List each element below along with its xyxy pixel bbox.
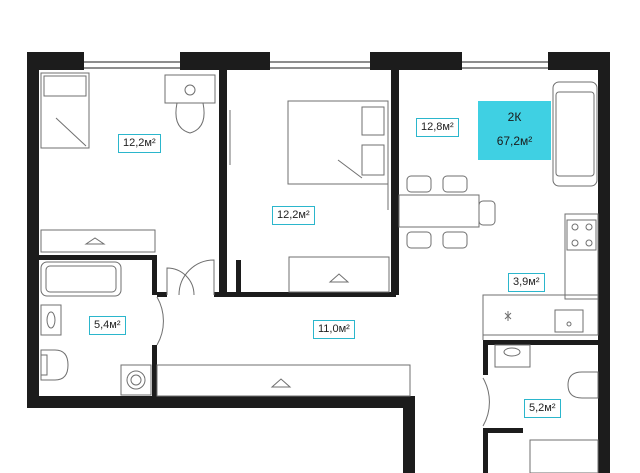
toilet-icon <box>164 74 216 104</box>
wardrobe-left <box>40 229 156 253</box>
wall-bath-right-low <box>152 345 157 396</box>
hall-wardrobe <box>156 364 411 397</box>
wall-top-seg-3 <box>370 52 462 70</box>
apartment-type: 2К <box>507 110 522 124</box>
bathtub <box>40 261 122 297</box>
area-label-bathroom: 5,4м² <box>89 316 126 335</box>
wall-bath2-top <box>483 340 598 345</box>
wall-left-outer <box>27 52 39 408</box>
apartment-total-area: 67,2м² <box>496 134 533 148</box>
wardrobe-middle <box>288 256 390 293</box>
bed-middle <box>287 100 389 185</box>
door-swing-1 <box>166 267 195 296</box>
wall-bath-right <box>152 255 157 295</box>
area-label-bedroom-left: 12,2м² <box>118 134 161 153</box>
wall-bath-top-1 <box>39 255 157 260</box>
sofa <box>552 81 598 187</box>
wall-top-seg-1 <box>27 52 84 70</box>
wall-bath2-left-low <box>483 428 488 473</box>
wall-hall-top-b <box>214 292 236 297</box>
wall-bath2-low-top <box>483 428 523 433</box>
door-swing-2 <box>178 259 215 296</box>
wall-bottom-left <box>27 396 415 408</box>
wall-living-divider <box>391 70 399 295</box>
area-label-bedroom-mid: 12,2м² <box>272 206 315 225</box>
toilet-2 <box>567 371 599 399</box>
area-label-kitchen: 3,9м² <box>508 273 545 292</box>
walls <box>27 52 610 473</box>
toilet <box>40 349 69 381</box>
dining-table <box>398 194 480 228</box>
wall-hall-top-c <box>236 260 241 297</box>
bed-left <box>40 72 90 149</box>
area-label-bathroom-2: 5,2м² <box>524 399 561 418</box>
wall-bedroom-divider <box>219 70 227 297</box>
washing-machine <box>120 364 152 396</box>
door-swing-4 <box>482 377 490 427</box>
sink <box>40 304 62 336</box>
wall-bath2-left <box>483 340 488 375</box>
windows <box>84 61 548 69</box>
door-swing-3 <box>156 296 164 346</box>
furniture <box>40 72 599 473</box>
area-label-living-room: 12,8м² <box>416 118 459 137</box>
area-label-hallway: 11,0м² <box>313 320 355 339</box>
wall-right-outer <box>598 52 610 473</box>
kitchen-counter <box>482 294 599 336</box>
sink-2 <box>494 344 531 368</box>
wall-hall-top-a <box>157 292 167 297</box>
apartment-badge: 2К 67,2м² <box>478 101 551 160</box>
wall-bottom-drop <box>403 396 415 473</box>
wall-top-seg-2 <box>180 52 270 70</box>
wall-top-seg-4 <box>548 52 610 70</box>
wall-hall-top-d <box>236 292 396 297</box>
